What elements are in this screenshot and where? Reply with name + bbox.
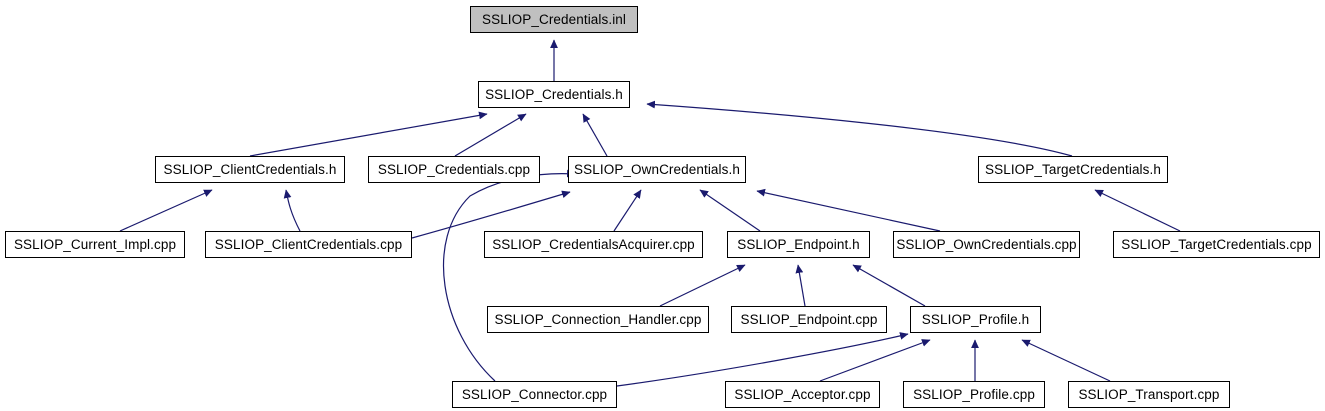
graph-edge [119,189,213,232]
graph-edge [1094,189,1181,232]
graph-node-credentialsacquirer_cpp[interactable]: SSLIOP_CredentialsAcquirer.cpp [484,231,703,258]
graph-node-endpoint_cpp[interactable]: SSLIOP_Endpoint.cpp [731,306,887,333]
graph-node-clientcredentials_h[interactable]: SSLIOP_ClientCredentials.h [155,156,345,183]
graph-node-transport_cpp[interactable]: SSLIOP_Transport.cpp [1068,381,1230,408]
graph-node-label: SSLIOP_Current_Impl.cpp [13,236,177,252]
graph-edge [411,190,571,239]
graph-node-connection_handler_cpp[interactable]: SSLIOP_Connection_Handler.cpp [487,306,709,333]
graph-edge [819,339,931,382]
graph-node-label: SSLIOP_Acceptor.cpp [734,386,871,402]
graph-node-label: SSLIOP_Credentials.h [485,86,623,102]
graph-edge [616,332,909,387]
graph-node-label: SSLIOP_ClientCredentials.h [163,161,337,177]
graph-edge [454,113,527,157]
graph-node-targetcredentials_h[interactable]: SSLIOP_TargetCredentials.h [978,156,1168,183]
graph-node-owncredentials_cpp[interactable]: SSLIOP_OwnCredentials.cpp [893,231,1080,258]
graph-node-label: SSLIOP_Connection_Handler.cpp [494,311,702,327]
graph-node-credentials_h[interactable]: SSLIOP_Credentials.h [478,81,630,108]
graph-edge [443,169,576,382]
graph-edge [646,100,1073,157]
graph-node-connector_cpp[interactable]: SSLIOP_Connector.cpp [452,381,617,408]
graph-node-profile_h[interactable]: SSLIOP_Profile.h [910,306,1041,333]
graph-node-label: SSLIOP_ClientCredentials.cpp [214,236,403,252]
graph-node-targetcredentials_cpp[interactable]: SSLIOP_TargetCredentials.cpp [1113,231,1320,258]
graph-edge [699,189,761,232]
graph-edge [613,189,642,232]
graph-node-label: SSLIOP_OwnCredentials.h [574,161,740,177]
graph-edge [249,111,488,157]
graph-node-label: SSLIOP_Profile.h [921,311,1030,327]
graph-node-label: SSLIOP_Endpoint.h [737,236,860,252]
graph-edge [1021,339,1111,382]
graph-node-label: SSLIOP_OwnCredentials.cpp [896,236,1077,252]
graph-node-label: SSLIOP_Connector.cpp [461,386,608,402]
graph-edge [756,188,941,232]
graph-node-clientcredentials_cpp[interactable]: SSLIOP_ClientCredentials.cpp [205,231,412,258]
graph-edge [795,264,806,307]
graph-node-label: SSLIOP_Endpoint.cpp [740,311,878,327]
graph-edge [582,113,608,157]
graph-node-endpoint_h[interactable]: SSLIOP_Endpoint.h [727,231,870,258]
graph-node-label: SSLIOP_Transport.cpp [1078,386,1220,402]
edges-group [119,39,1181,387]
graph-node-owncredentials_h[interactable]: SSLIOP_OwnCredentials.h [568,156,746,183]
graph-node-label: SSLIOP_TargetCredentials.cpp [1121,236,1312,252]
graph-edge [283,189,301,232]
graph-node-credentials_inl[interactable]: SSLIOP_Credentials.inl [470,6,638,33]
graph-node-credentials_cpp[interactable]: SSLIOP_Credentials.cpp [368,156,540,183]
graph-node-label: SSLIOP_TargetCredentials.h [985,161,1161,177]
graph-node-acceptor_cpp[interactable]: SSLIOP_Acceptor.cpp [725,381,880,408]
graph-node-current_impl_cpp[interactable]: SSLIOP_Current_Impl.cpp [5,231,185,258]
graph-node-label: SSLIOP_CredentialsAcquirer.cpp [492,236,695,252]
graph-node-label: SSLIOP_Credentials.inl [481,11,627,27]
graph-edge [659,264,746,307]
graph-node-profile_cpp[interactable]: SSLIOP_Profile.cpp [903,381,1045,408]
graph-node-label: SSLIOP_Credentials.cpp [377,161,531,177]
graph-node-label: SSLIOP_Profile.cpp [913,386,1035,402]
graph-edge [852,264,926,307]
